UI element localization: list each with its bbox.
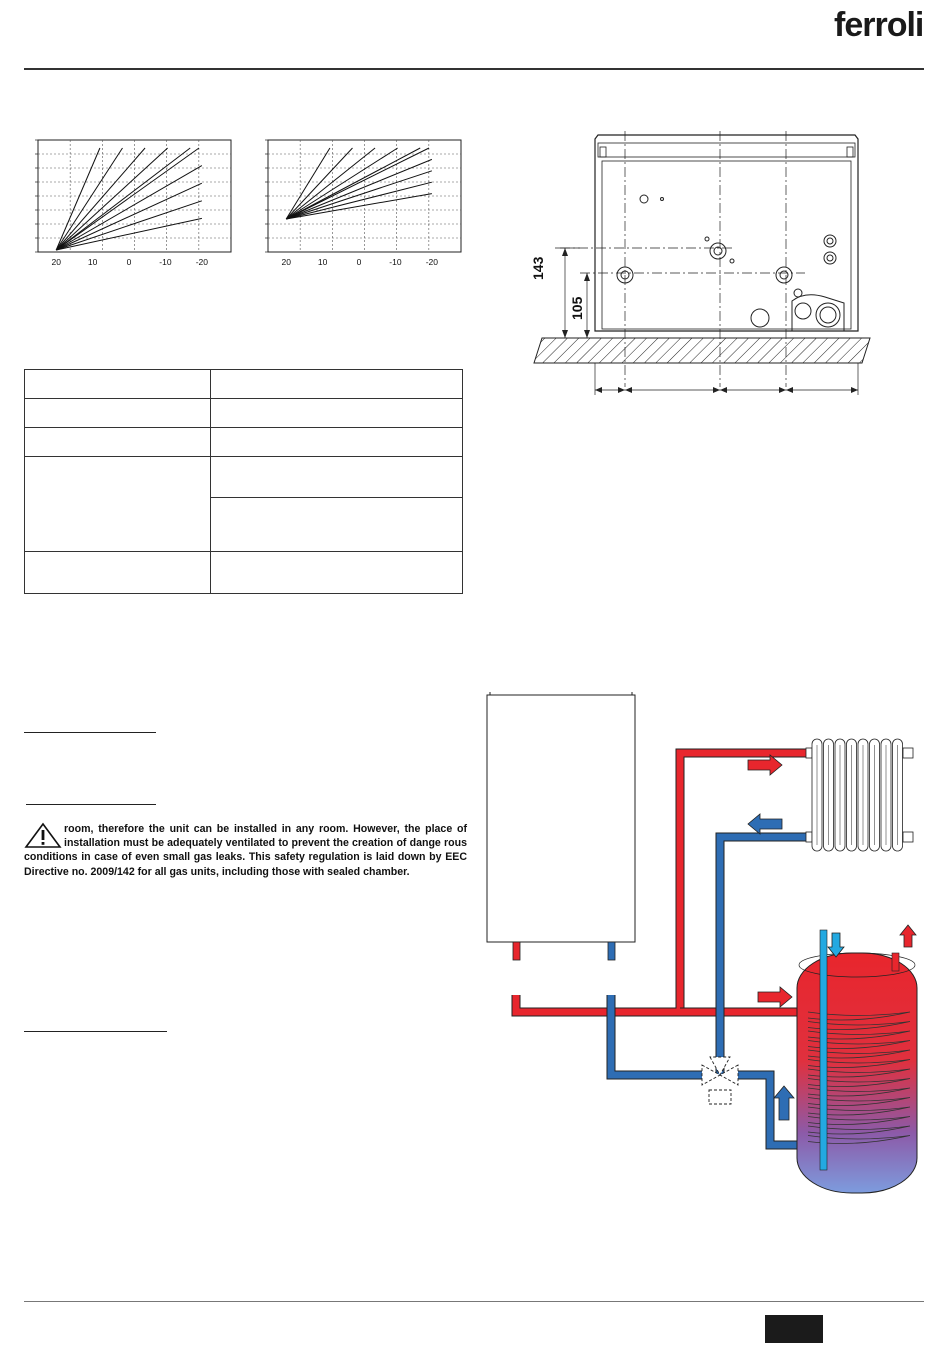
tank-coil-turn bbox=[807, 1011, 911, 1021]
dimension-105-label: 105 bbox=[569, 296, 585, 320]
tank-coil-turn bbox=[807, 1078, 911, 1087]
x-tick-label: 0 bbox=[357, 257, 362, 267]
curve-line bbox=[55, 147, 200, 251]
footer-rule bbox=[24, 1301, 924, 1302]
tank-coil-turn bbox=[807, 1087, 911, 1097]
warning-line-2: installation must be adequately ventilat… bbox=[64, 837, 441, 850]
curve-line bbox=[55, 147, 168, 251]
curve-line bbox=[55, 147, 191, 251]
warning-line-4: by EEC Directive no. 2009/142 for all ga… bbox=[24, 851, 467, 878]
curve-line bbox=[55, 147, 123, 251]
curve-line bbox=[286, 181, 432, 220]
tank-coil-turn bbox=[807, 1049, 911, 1059]
table-cell bbox=[24, 427, 211, 457]
table-cell bbox=[24, 456, 211, 552]
table-cell bbox=[210, 427, 463, 457]
page-number-badge bbox=[765, 1315, 823, 1343]
gas-safety-warning: room, therefore the unit can be installe… bbox=[24, 822, 467, 879]
tank-coil-turn bbox=[807, 1059, 911, 1068]
x-tick-label: -20 bbox=[196, 257, 209, 267]
table-cell bbox=[210, 497, 463, 552]
tank-coil-turn bbox=[807, 1116, 911, 1125]
radiator bbox=[805, 738, 914, 852]
tank-coil-turn bbox=[807, 1097, 911, 1106]
table-cell bbox=[210, 551, 463, 594]
tank-coil-turn bbox=[807, 1068, 911, 1078]
warning-triangle-icon bbox=[24, 822, 62, 848]
curve-line bbox=[56, 217, 202, 251]
table-cell bbox=[24, 398, 211, 428]
table-cell bbox=[210, 456, 463, 498]
curve-line bbox=[55, 165, 203, 251]
section-heading-underline bbox=[24, 732, 156, 733]
table-row bbox=[24, 551, 463, 594]
tank-coil-turn bbox=[807, 1125, 911, 1135]
x-tick-label: -10 bbox=[389, 257, 402, 267]
table-row bbox=[24, 456, 463, 552]
curve-line bbox=[55, 182, 203, 251]
x-tick-label: 10 bbox=[318, 257, 328, 267]
curve-line bbox=[285, 147, 376, 220]
section-heading-underline bbox=[26, 804, 156, 805]
header-rule bbox=[24, 68, 924, 70]
tank-coil-turn bbox=[807, 1135, 911, 1144]
ferroli-logo: ferroli bbox=[834, 6, 924, 44]
table-row bbox=[24, 369, 463, 399]
heating-curve-chart-right: 20 10 0 -10 -20 bbox=[265, 139, 462, 267]
tank-coil-turn bbox=[807, 1040, 911, 1049]
table-row bbox=[24, 427, 463, 457]
heating-curve-chart-left: 20 10 0 -10 -20 bbox=[35, 139, 232, 267]
boiler-bottom-drawing bbox=[533, 131, 871, 395]
x-tick-label: 20 bbox=[51, 257, 61, 267]
curve-line bbox=[286, 158, 433, 220]
x-tick-label: 10 bbox=[88, 257, 98, 267]
warning-line-1: room, therefore the unit can be installe… bbox=[64, 823, 467, 835]
table-cell bbox=[210, 398, 463, 428]
table-cell bbox=[24, 551, 211, 594]
dimension-143-label: 143 bbox=[530, 256, 546, 280]
curve-line bbox=[286, 193, 432, 220]
table-cell bbox=[210, 369, 463, 399]
warning-line-3: rous conditions in case of even small ga… bbox=[24, 837, 467, 864]
x-tick-label: 20 bbox=[281, 257, 291, 267]
curve-line bbox=[285, 147, 353, 220]
curve-line bbox=[55, 147, 146, 251]
table-cell bbox=[24, 369, 211, 399]
tank-coil-turn bbox=[807, 1030, 911, 1040]
section-heading-underline bbox=[24, 1031, 167, 1032]
curve-line bbox=[286, 170, 433, 220]
x-tick-label: -10 bbox=[159, 257, 172, 267]
x-tick-label: -20 bbox=[426, 257, 439, 267]
curve-line bbox=[285, 147, 398, 220]
curve-line bbox=[285, 147, 331, 220]
table-row bbox=[24, 398, 463, 428]
curve-line bbox=[56, 200, 203, 251]
hydraulic-schematic bbox=[486, 692, 918, 1194]
tank-coil-turn bbox=[807, 1106, 911, 1116]
curve-line bbox=[55, 147, 101, 251]
settings-table bbox=[24, 369, 463, 594]
curve-line bbox=[285, 147, 430, 220]
tank-coil-turn bbox=[807, 1021, 911, 1030]
curve-line bbox=[285, 147, 421, 220]
x-tick-label: 0 bbox=[127, 257, 132, 267]
